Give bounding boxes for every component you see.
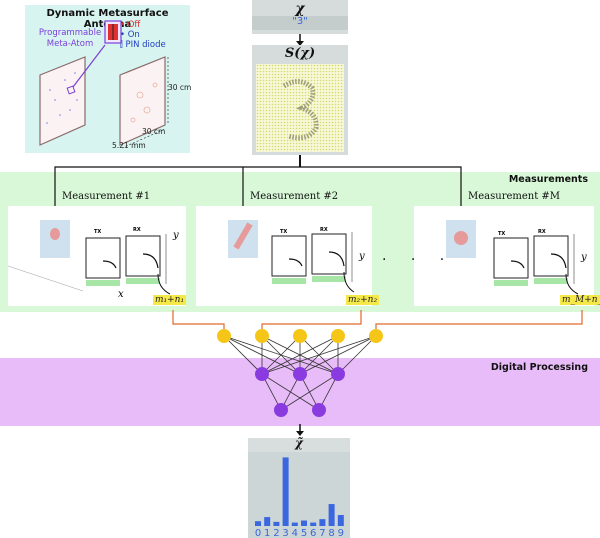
y-axis-label-2: y bbox=[359, 251, 365, 262]
bar-8 bbox=[328, 504, 335, 526]
digital-processing-title: Digital Processing bbox=[490, 362, 588, 373]
input-node bbox=[255, 329, 269, 343]
antenna-panel-right bbox=[119, 56, 166, 146]
tick-label-8: 8 bbox=[328, 528, 334, 538]
rx-label-2: RX bbox=[320, 227, 328, 233]
rx-label-1: RX bbox=[133, 227, 141, 233]
input-value: "3" bbox=[292, 16, 308, 27]
measurement-1-label: Measurement #1 bbox=[62, 191, 151, 202]
output-title-strip bbox=[248, 438, 350, 452]
bar-1 bbox=[264, 517, 271, 526]
neural-network bbox=[172, 310, 583, 417]
y-axis-label-m: y bbox=[581, 252, 587, 263]
input-node bbox=[217, 329, 231, 343]
tick-label-3: 3 bbox=[282, 528, 288, 538]
measurement-m-plot bbox=[446, 220, 579, 295]
network-edge bbox=[261, 335, 377, 375]
measurement-2-plot bbox=[228, 220, 355, 293]
input-node bbox=[293, 329, 307, 343]
legend-pin: ⫿ PIN diode bbox=[120, 40, 166, 50]
tick-label-6: 6 bbox=[310, 528, 316, 538]
tx-label-2: TX bbox=[280, 229, 288, 235]
hidden-node bbox=[255, 367, 269, 381]
measurement-1-plot bbox=[8, 220, 171, 295]
antenna-panel-left bbox=[39, 56, 86, 146]
tick-label-0: 0 bbox=[255, 528, 261, 538]
selected-meta-atom bbox=[66, 85, 76, 95]
x-axis-label-1: x bbox=[118, 289, 124, 300]
connector-line bbox=[299, 155, 301, 167]
tick-label-9: 9 bbox=[338, 528, 344, 538]
legend-pin-label: PIN diode bbox=[125, 40, 166, 50]
legend-off: • Off bbox=[120, 20, 141, 30]
hidden-node bbox=[331, 367, 345, 381]
pin-diode-icon: ⫿ bbox=[120, 40, 126, 50]
bar-0 bbox=[255, 521, 261, 526]
dim-spacing: 5.21 mm bbox=[112, 141, 146, 150]
tick-label-1: 1 bbox=[264, 528, 270, 538]
antenna-illustration bbox=[39, 20, 169, 149]
rx-panel bbox=[125, 235, 161, 277]
pattern-grid bbox=[256, 64, 344, 152]
pattern-title: S(χ) bbox=[284, 46, 316, 61]
meta-atom-label-line2: Meta-Atom bbox=[46, 39, 94, 49]
tick-label-7: 7 bbox=[319, 528, 325, 538]
legend-on: • On bbox=[120, 30, 140, 40]
rx-label-m: RX bbox=[538, 229, 546, 235]
meta-atom-label-line1: Programmable bbox=[38, 28, 102, 38]
network-edge bbox=[337, 335, 377, 375]
tx-label-1: TX bbox=[94, 229, 102, 235]
y-axis-label-1: y bbox=[173, 230, 179, 241]
hidden-node bbox=[312, 403, 326, 417]
bar-9 bbox=[337, 515, 344, 526]
hidden-node bbox=[293, 367, 307, 381]
bar-5 bbox=[301, 520, 307, 526]
zoom-arrow bbox=[72, 44, 106, 88]
measurement-m-label: Measurement #M bbox=[468, 191, 561, 202]
meta-atom-legend: • Off • On ⫿ PIN diode bbox=[120, 20, 166, 50]
dim-width: 30 cm bbox=[142, 127, 166, 136]
network-edge bbox=[299, 335, 377, 375]
tick-label-4: 4 bbox=[292, 528, 298, 538]
bar-4 bbox=[291, 522, 298, 526]
bar-7 bbox=[319, 519, 326, 526]
bar-2 bbox=[273, 521, 280, 526]
measurement-2-noise: m₂+n₂ bbox=[346, 295, 380, 305]
arrow-down-icon bbox=[296, 34, 304, 46]
bar-3 bbox=[282, 457, 289, 526]
digit-pattern bbox=[282, 79, 319, 141]
tx-label-m: TX bbox=[498, 231, 506, 237]
output-symbol: χ̃ bbox=[295, 436, 303, 450]
measurement-2-label: Measurement #2 bbox=[250, 191, 339, 202]
dim-height: 30 cm bbox=[168, 83, 192, 92]
network-edge bbox=[280, 373, 339, 411]
tx-panel bbox=[85, 237, 121, 279]
measurement-m-noise: m_M+n_M bbox=[560, 295, 600, 305]
tick-label-5: 5 bbox=[301, 528, 307, 538]
meta-atom-label: Programmable Meta-Atom bbox=[35, 28, 105, 50]
network-edge bbox=[261, 335, 301, 375]
hidden-node bbox=[274, 403, 288, 417]
bar-6 bbox=[310, 522, 317, 526]
measurement-1-noise: m₁+n₁ bbox=[153, 295, 187, 305]
arrow-down-icon bbox=[296, 424, 304, 436]
input-node bbox=[369, 329, 383, 343]
network-edge bbox=[223, 335, 263, 375]
network-edge bbox=[261, 335, 339, 375]
input-symbol: χ bbox=[295, 1, 305, 17]
tick-label-2: 2 bbox=[273, 528, 279, 538]
more-measurements-ellipsis: · · · bbox=[382, 252, 455, 268]
input-node bbox=[331, 329, 345, 343]
input-value-strip bbox=[252, 16, 348, 30]
measurements-title: Measurements bbox=[508, 174, 588, 185]
